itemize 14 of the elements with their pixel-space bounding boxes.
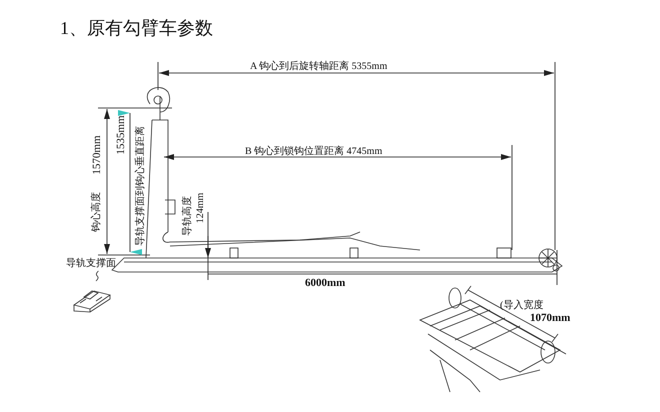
dimension-label: 1070mm: [530, 312, 570, 324]
leader-line: [96, 270, 99, 282]
dimension-label: 1570mm: [91, 135, 103, 175]
section-heading: 1、原有勾臂车参数: [60, 17, 213, 40]
dimension-label: B 钩心到锁钩位置距离 4745mm: [245, 146, 382, 158]
dimension-label: 124mm: [195, 192, 207, 224]
dimension-label: 导轨支撑面到钩心垂直距离: [135, 126, 147, 246]
dimension-label: 6000mm: [305, 277, 346, 289]
dimension-label: 导轨高度: [182, 196, 194, 236]
dimension-label: A 钩心到后旋转轴距离 5355mm: [250, 61, 388, 73]
dimension-label: (导入宽度: [500, 300, 544, 312]
dimension-label: 1535mm: [115, 115, 127, 155]
dimension-label: 钩心高度: [91, 192, 103, 232]
part-label: 导轨支撑面: [66, 257, 117, 271]
